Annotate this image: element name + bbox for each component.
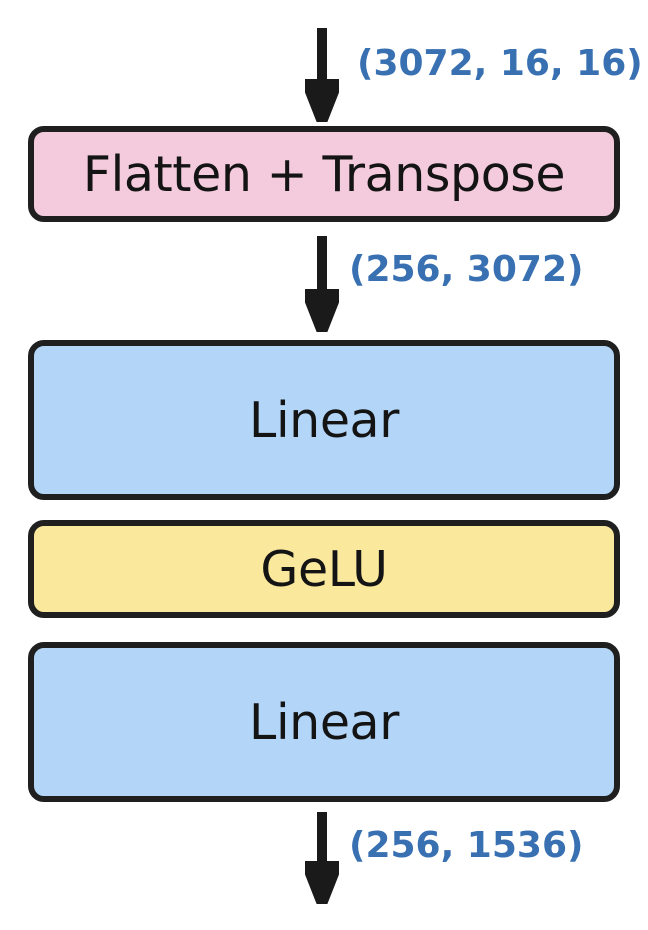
tensor-shape-label-input: (3072, 16, 16) — [357, 43, 643, 84]
tensor-shape-label-output: (256, 1536) — [349, 825, 584, 866]
down-arrow-icon — [305, 812, 339, 904]
node-label: GeLU — [260, 540, 388, 598]
node-gelu[interactable]: GeLU — [28, 520, 620, 618]
node-label: Linear — [249, 391, 399, 449]
node-linear-second[interactable]: Linear — [28, 642, 620, 802]
node-linear-first[interactable]: Linear — [28, 340, 620, 500]
node-label: Flatten + Transpose — [82, 145, 566, 203]
down-arrow-icon — [305, 236, 339, 332]
node-label: Linear — [249, 693, 399, 751]
tensor-shape-label-middle: (256, 3072) — [349, 249, 584, 290]
down-arrow-icon — [305, 28, 339, 122]
node-flatten-transpose[interactable]: Flatten + Transpose — [28, 126, 620, 222]
